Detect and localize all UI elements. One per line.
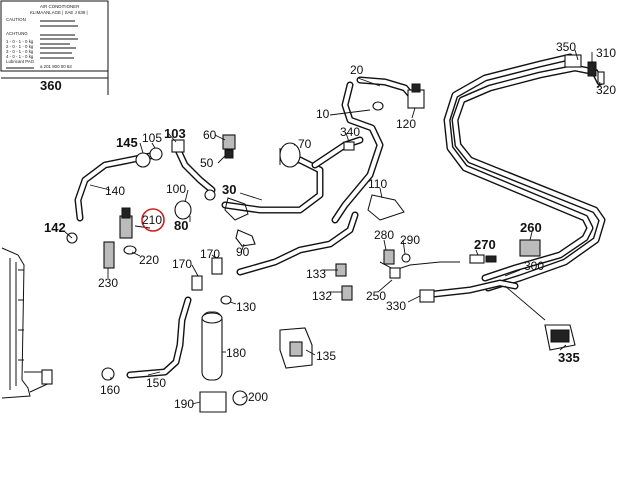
callout-170-left[interactable]: 170 (172, 257, 192, 271)
components (66, 54, 605, 413)
callout-60[interactable]: 60 (203, 128, 217, 142)
callout-120[interactable]: 120 (396, 117, 416, 131)
callout-160[interactable]: 160 (100, 383, 120, 397)
plate-line-10: 4 - 0 - 1 - 0 kg (6, 54, 34, 59)
callout-70[interactable]: 70 (298, 137, 312, 151)
callout-135[interactable]: 135 (316, 349, 336, 363)
callout-142[interactable]: 142 (44, 220, 66, 235)
callout-330[interactable]: 330 (386, 299, 406, 313)
callout-350[interactable]: 350 (556, 40, 576, 54)
highlight-circle-210 (141, 208, 165, 232)
plate-line-2: KLIMAANLAGE | SAE J 639 | (30, 10, 88, 15)
label-plate-text: AIR CONDITIONER KLIMAANLAGE | SAE J 639 … (6, 4, 88, 69)
callout-10[interactable]: 10 (316, 107, 330, 121)
callout-360: 360 (40, 78, 62, 93)
callout-140[interactable]: 140 (105, 184, 125, 198)
plate-line-8: 2 - 0 - 1 - 0 kg (6, 44, 34, 49)
callout-260[interactable]: 260 (520, 220, 542, 235)
leader-lines (64, 49, 601, 405)
callout-190[interactable]: 190 (174, 397, 194, 411)
plate-line-1: AIR CONDITIONER (40, 4, 79, 9)
callout-290[interactable]: 290 (400, 233, 420, 247)
receiver-drier (201, 311, 223, 381)
callout-132[interactable]: 132 (312, 289, 332, 303)
callout-200[interactable]: 200 (248, 390, 268, 404)
callouts: 350 310 320 20 10 120 103 145 105 60 70 … (44, 40, 616, 411)
plate-line-13: a 201 800 00 63 (40, 64, 72, 69)
callout-250[interactable]: 250 (366, 289, 386, 303)
callout-80[interactable]: 80 (174, 218, 188, 233)
callout-105[interactable]: 105 (142, 131, 162, 145)
callout-335[interactable]: 335 (558, 350, 580, 365)
callout-300[interactable]: 300 (524, 259, 544, 273)
plate-line-5: ACHTUNG (6, 31, 28, 36)
callout-103[interactable]: 103 (164, 126, 186, 141)
plate-line-9: 3 - 0 - 1 - 0 kg (6, 49, 34, 54)
callout-320[interactable]: 320 (596, 83, 616, 97)
callout-280[interactable]: 280 (374, 228, 394, 242)
condenser (1, 247, 53, 399)
callout-20[interactable]: 20 (350, 63, 364, 77)
callout-90[interactable]: 90 (236, 245, 250, 259)
callout-130[interactable]: 130 (236, 300, 256, 314)
plate-line-3: CAUTION (6, 17, 26, 22)
plate-line-7: 1 - 0 - 1 - 0 kg (6, 39, 34, 44)
callout-220[interactable]: 220 (139, 253, 159, 267)
callout-170-right[interactable]: 170 (200, 247, 220, 261)
callout-50[interactable]: 50 (200, 156, 214, 170)
callout-145[interactable]: 145 (116, 135, 138, 150)
fitting-350 (564, 54, 582, 68)
callout-30[interactable]: 30 (222, 182, 236, 197)
callout-270[interactable]: 270 (474, 237, 496, 252)
label-plate: AIR CONDITIONER KLIMAANLAGE | SAE J 639 … (0, 0, 109, 95)
callout-340[interactable]: 340 (340, 125, 360, 139)
callout-133[interactable]: 133 (306, 267, 326, 281)
callout-210[interactable]: 210 (142, 213, 162, 227)
callout-110[interactable]: 110 (368, 177, 387, 191)
callout-230[interactable]: 230 (98, 276, 118, 290)
plate-line-11: Lubricant PAG (6, 59, 35, 64)
callout-180[interactable]: 180 (226, 346, 246, 360)
callout-310[interactable]: 310 (596, 46, 616, 60)
callout-100[interactable]: 100 (166, 182, 186, 196)
callout-150[interactable]: 150 (146, 376, 166, 390)
